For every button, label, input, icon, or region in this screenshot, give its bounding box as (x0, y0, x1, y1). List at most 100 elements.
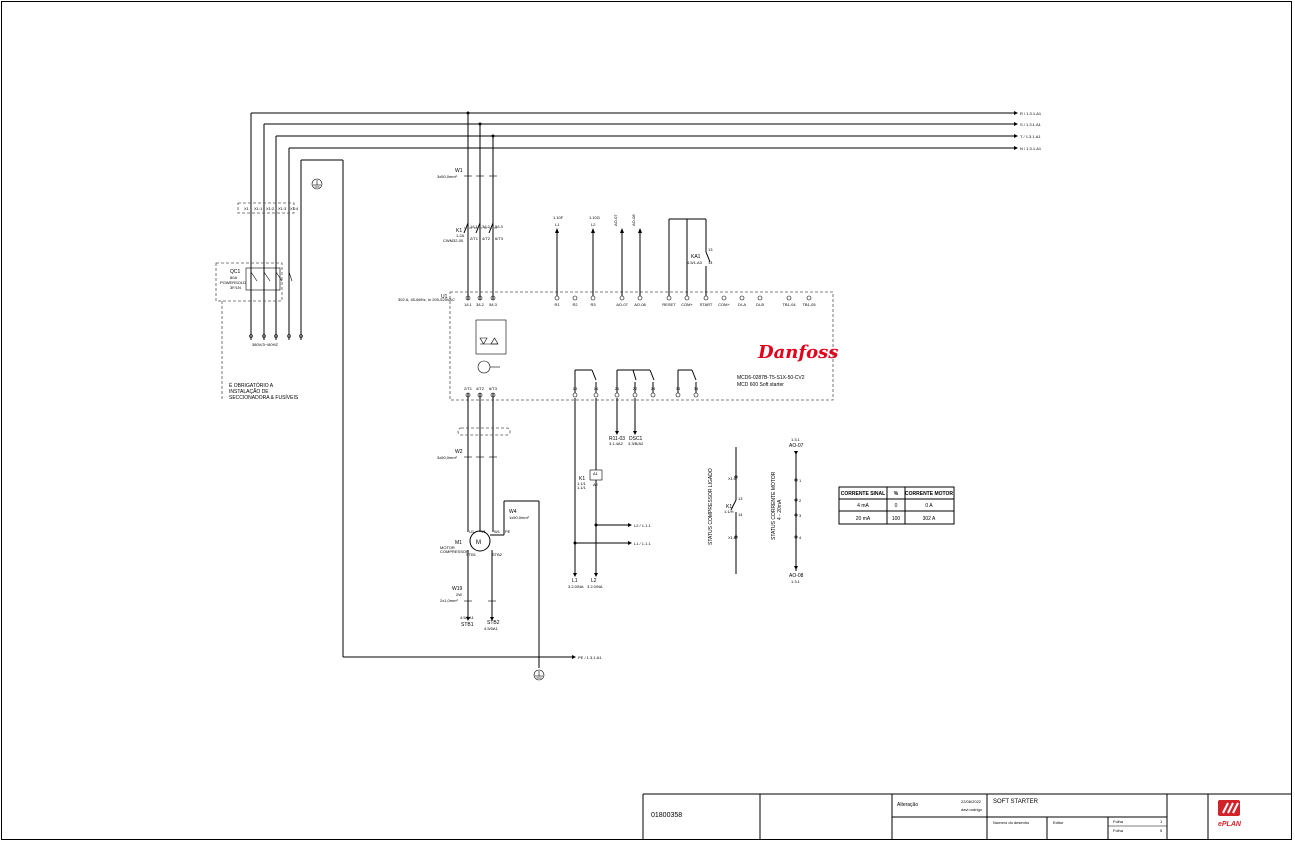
u1-terminal (465, 295, 471, 301)
cable-w2-spec: 3x50,0mm² (437, 455, 458, 460)
power-path: W1 3x50,0mm² K1 1.2A CWM32-00 1/L1 3/L2 … (437, 111, 504, 300)
disconnector-qc1: QC1 80A POWERSOLD 3F/1N (215, 262, 293, 400)
svg-text:AO-07: AO-07 (613, 214, 618, 226)
svg-text:A2: A2 (593, 482, 599, 487)
x1-term: X1:4 (290, 206, 299, 211)
svg-text:MOTOR: MOTOR (440, 545, 455, 550)
u1-terminal-label: 3/L2 (476, 302, 485, 307)
u1-series: MCD 600 Soft starter (737, 382, 784, 388)
u1-terminal-label: COM+ (681, 302, 693, 307)
u1-terminal-label: TB1-05 (802, 302, 816, 307)
u1-terminal-label: DI-A (738, 302, 746, 307)
svg-text:L1 / 1.1.1: L1 / 1.1.1 (634, 541, 651, 546)
u1-terminal-label: 2/T1 (464, 386, 473, 391)
svg-text:POWERSOLD: POWERSOLD (220, 280, 246, 285)
table-header: % (894, 491, 899, 497)
ground-icon (533, 669, 545, 681)
svg-text:1.2A: 1.2A (456, 233, 465, 238)
u1-terminal (554, 295, 560, 301)
output-relays: R11-03 3.1.4A2 DSC1 3.3/B/A2 K1 1.1/1 1.… (568, 369, 697, 589)
cable-w1-tag: W1 (455, 168, 463, 174)
u1-terminal (572, 392, 578, 398)
svg-text:1: 1 (799, 478, 802, 483)
svg-text:2/T1: 2/T1 (470, 236, 479, 241)
svg-text:2x1,0mm²: 2x1,0mm² (440, 598, 458, 603)
svg-text:3.2.0/NA: 3.2.0/NA (568, 584, 584, 589)
control-feeds: 1.10F L1 1.10G L2 AO-07 AO-08 KA1 4.5/1.… (553, 214, 713, 296)
terminal-strip-x1: X1 X1:1 X1:2 X1:3 X1:4 (237, 202, 299, 214)
svg-text:3.2.0/NA: 3.2.0/NA (587, 584, 603, 589)
k1-tag: K1 (456, 228, 462, 234)
svg-text:14: 14 (738, 512, 743, 517)
u1-terminal-label: R1 (554, 302, 560, 307)
svg-text:3F/1N: 3F/1N (230, 285, 241, 290)
cable-w4-spec: 1x50,0mm² (509, 515, 530, 520)
u1-terminal-label: 4/T2 (476, 386, 485, 391)
table-cell: 0 (895, 503, 898, 509)
cable-w19-tag: W19 (452, 586, 463, 592)
cable-w2-tag: W2 (455, 449, 463, 455)
svg-text:22/06/2022: 22/06/2022 (961, 799, 982, 804)
svg-text:1.3.1: 1.3.1 (791, 437, 801, 442)
svg-text:1.1/1: 1.1/1 (577, 485, 587, 490)
pe-conductor: PE / 1.3.1.A1 (300, 159, 602, 660)
svg-text:3: 3 (799, 513, 802, 518)
svg-text:W1: W1 (494, 529, 501, 534)
u1-terminal (721, 295, 727, 301)
svg-text:X1:6: X1:6 (728, 476, 737, 481)
svg-text:davi.rodrigo: davi.rodrigo (961, 807, 983, 812)
u1-terminal (632, 392, 638, 398)
u1-terminal-label: COM+ (718, 302, 730, 307)
u1-terminal (637, 295, 643, 301)
svg-text:PE: PE (505, 529, 511, 534)
supply-label: 380V/3~/60HZ (252, 342, 278, 347)
u1-terminal-label: AO-08 (634, 302, 646, 307)
svg-text:1: 1 (1160, 819, 1163, 824)
svg-text:4.5/5A1: 4.5/5A1 (460, 615, 475, 620)
bus-ref-n: N / 1.3.1.A1 (1020, 146, 1042, 151)
svg-text:Editor: Editor (1053, 820, 1064, 825)
status-compressor: STATUS COMPRESSOR LIGADO X1:6 K1 1.1/H 1… (708, 447, 743, 574)
u1-terminal (619, 295, 625, 301)
mandatory-note: É OBRIGATÓRIO A INSTALAÇÃO DE SECCIONADO… (229, 382, 299, 401)
title-block: 01800358 Alteração 22/06/2022 davi.rodri… (642, 793, 1291, 839)
u1-terminal (675, 392, 681, 398)
pe-bus-ref: PE / 1.3.1.A1 (578, 655, 602, 660)
svg-text:3/L2: 3/L2 (482, 224, 491, 229)
drawing-title: SOFT STARTER (993, 799, 1039, 805)
svg-text:DSC1: DSC1 (629, 436, 643, 442)
svg-text:2: 2 (799, 498, 802, 503)
svg-text:STATUS CORRENTE MOTOR: STATUS CORRENTE MOTOR (771, 471, 777, 540)
svg-text:L1: L1 (572, 578, 578, 584)
svg-text:13: 13 (708, 247, 713, 252)
bus-ref-s: S / 1.3.1.A1 (1020, 122, 1042, 127)
svg-text:INSTALAÇÃO DE: INSTALAÇÃO DE (229, 388, 269, 395)
table-cell: 4 mA (857, 503, 869, 509)
cable-w1-spec: 3x50,0mm² (437, 174, 458, 179)
svg-text:4.5/5A1: 4.5/5A1 (484, 626, 499, 631)
softstarter-u1: U1 302 A, 45-66Hz, In 200-525VAC Danfoss… (398, 291, 838, 401)
u1-terminal-label: 1/L1 (464, 302, 473, 307)
supply-terminals: 380V/3~/60HZ (249, 334, 303, 347)
svg-text:CWM32-00: CWM32-00 (443, 238, 464, 243)
coil-k1-tag: K1 (579, 476, 585, 482)
x1-tag: X1 (244, 206, 250, 211)
svg-text:4: 4 (799, 535, 802, 540)
x1-term: X1:1 (254, 206, 263, 211)
u1-terminal (650, 392, 656, 398)
u1-tag: U1 (441, 294, 448, 300)
svg-text:R11-03: R11-03 (609, 436, 625, 442)
svg-text:AO-08: AO-08 (631, 214, 636, 226)
svg-text:Número do desenho: Número do desenho (993, 820, 1030, 825)
u1-terminal (806, 295, 812, 301)
table-cell: 302 A (923, 516, 936, 522)
svg-text:1/L1: 1/L1 (470, 224, 479, 229)
u1-terminal (684, 295, 690, 301)
svg-text:V1: V1 (481, 529, 487, 534)
bus-ref-t: T / 1.3.1.A1 (1020, 134, 1041, 139)
svg-text:1.10F: 1.10F (553, 215, 564, 220)
table-cell: 100 (892, 516, 901, 522)
svg-text:U1: U1 (469, 529, 475, 534)
